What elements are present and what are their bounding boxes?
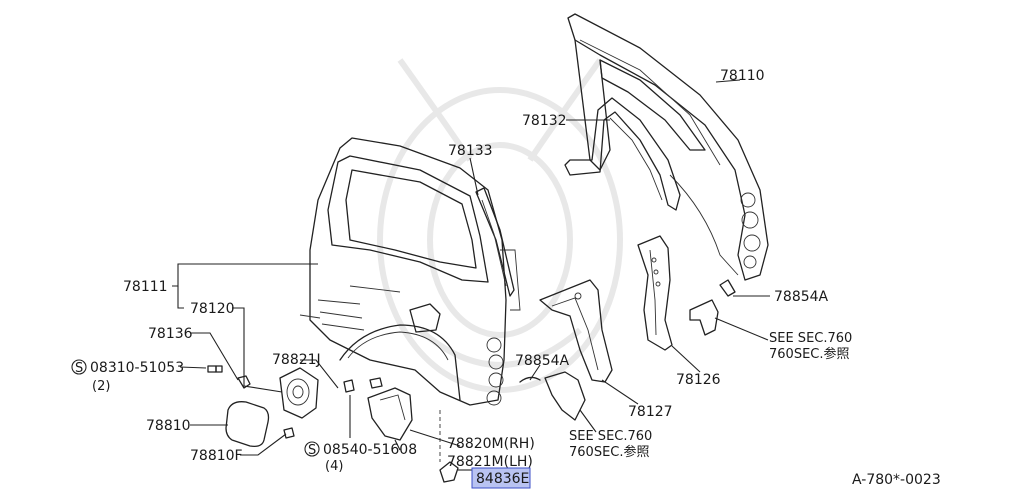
label-bolt-qty: (4) <box>325 459 343 474</box>
std-symbol-bolt <box>304 441 320 457</box>
label-78120[interactable]: 78120 <box>190 301 235 317</box>
label-78132[interactable]: 78132 <box>522 113 567 129</box>
fuel-filler-housing-78120[interactable] <box>279 367 319 419</box>
label-78127[interactable]: 78127 <box>628 404 673 420</box>
figure-code: A-780*-0023 <box>852 472 941 488</box>
pillar-strip-78133[interactable] <box>475 187 515 297</box>
clip-84836e[interactable] <box>439 410 459 483</box>
ref-lower-line2: 760SEC.参照 <box>569 444 650 460</box>
std-symbol-screw <box>71 359 87 375</box>
label-78110[interactable]: 78110 <box>720 68 765 84</box>
label-78810f[interactable]: 78810F <box>190 448 243 464</box>
label-bolt-code[interactable]: 08540-51608 <box>323 442 417 458</box>
std-symbol-screw-letter: S <box>75 361 83 376</box>
screw-08310[interactable] <box>207 365 223 373</box>
inner-panel-78110[interactable] <box>567 13 769 281</box>
hinge-78810f[interactable] <box>283 427 295 439</box>
label-78136[interactable]: 78136 <box>148 326 193 342</box>
label-78854a-lower[interactable]: 78854A <box>515 353 570 369</box>
leader-lines <box>172 79 770 471</box>
clip-78136[interactable] <box>237 375 251 389</box>
ref-upper-line1[interactable]: SEE SEC.760 <box>769 331 852 346</box>
pillar-78127[interactable] <box>539 279 613 383</box>
label-78820m[interactable]: 78820M(RH) <box>447 436 535 452</box>
label-78821m[interactable]: 78821M(LH) <box>447 454 533 470</box>
label-78126[interactable]: 78126 <box>676 372 721 388</box>
highlight-84836e <box>471 467 531 489</box>
bolt-08540[interactable] <box>343 377 383 393</box>
bracket-78854a-upper[interactable] <box>719 279 736 297</box>
label-78133[interactable]: 78133 <box>448 143 493 159</box>
label-78821j[interactable]: 78821J <box>272 352 321 368</box>
label-84836e[interactable]: 84836E <box>476 471 529 487</box>
std-symbol-bolt-letter: S <box>308 443 316 458</box>
quarter-panel-78111[interactable] <box>299 137 521 406</box>
pillar-78126[interactable] <box>637 235 673 351</box>
pillar-78132[interactable] <box>564 97 681 211</box>
ref-upper-line2: 760SEC.参照 <box>769 346 850 362</box>
label-screw-code[interactable]: 08310-51053 <box>90 360 184 376</box>
part-labels: 78110 78132 78133 78111 78120 78136 7885… <box>71 68 941 489</box>
label-78111[interactable]: 78111 <box>123 279 168 295</box>
mudguard-78820m[interactable] <box>367 387 413 441</box>
label-78810[interactable]: 78810 <box>146 418 191 434</box>
label-screw-qty: (2) <box>92 379 110 394</box>
label-78854a-upper[interactable]: 78854A <box>774 289 829 305</box>
ref-lower-line1[interactable]: SEE SEC.760 <box>569 429 652 444</box>
extension-piece-upper[interactable] <box>689 299 719 336</box>
fuel-lid-78810[interactable] <box>225 401 270 448</box>
bracket-78854a-lower[interactable] <box>519 376 541 383</box>
